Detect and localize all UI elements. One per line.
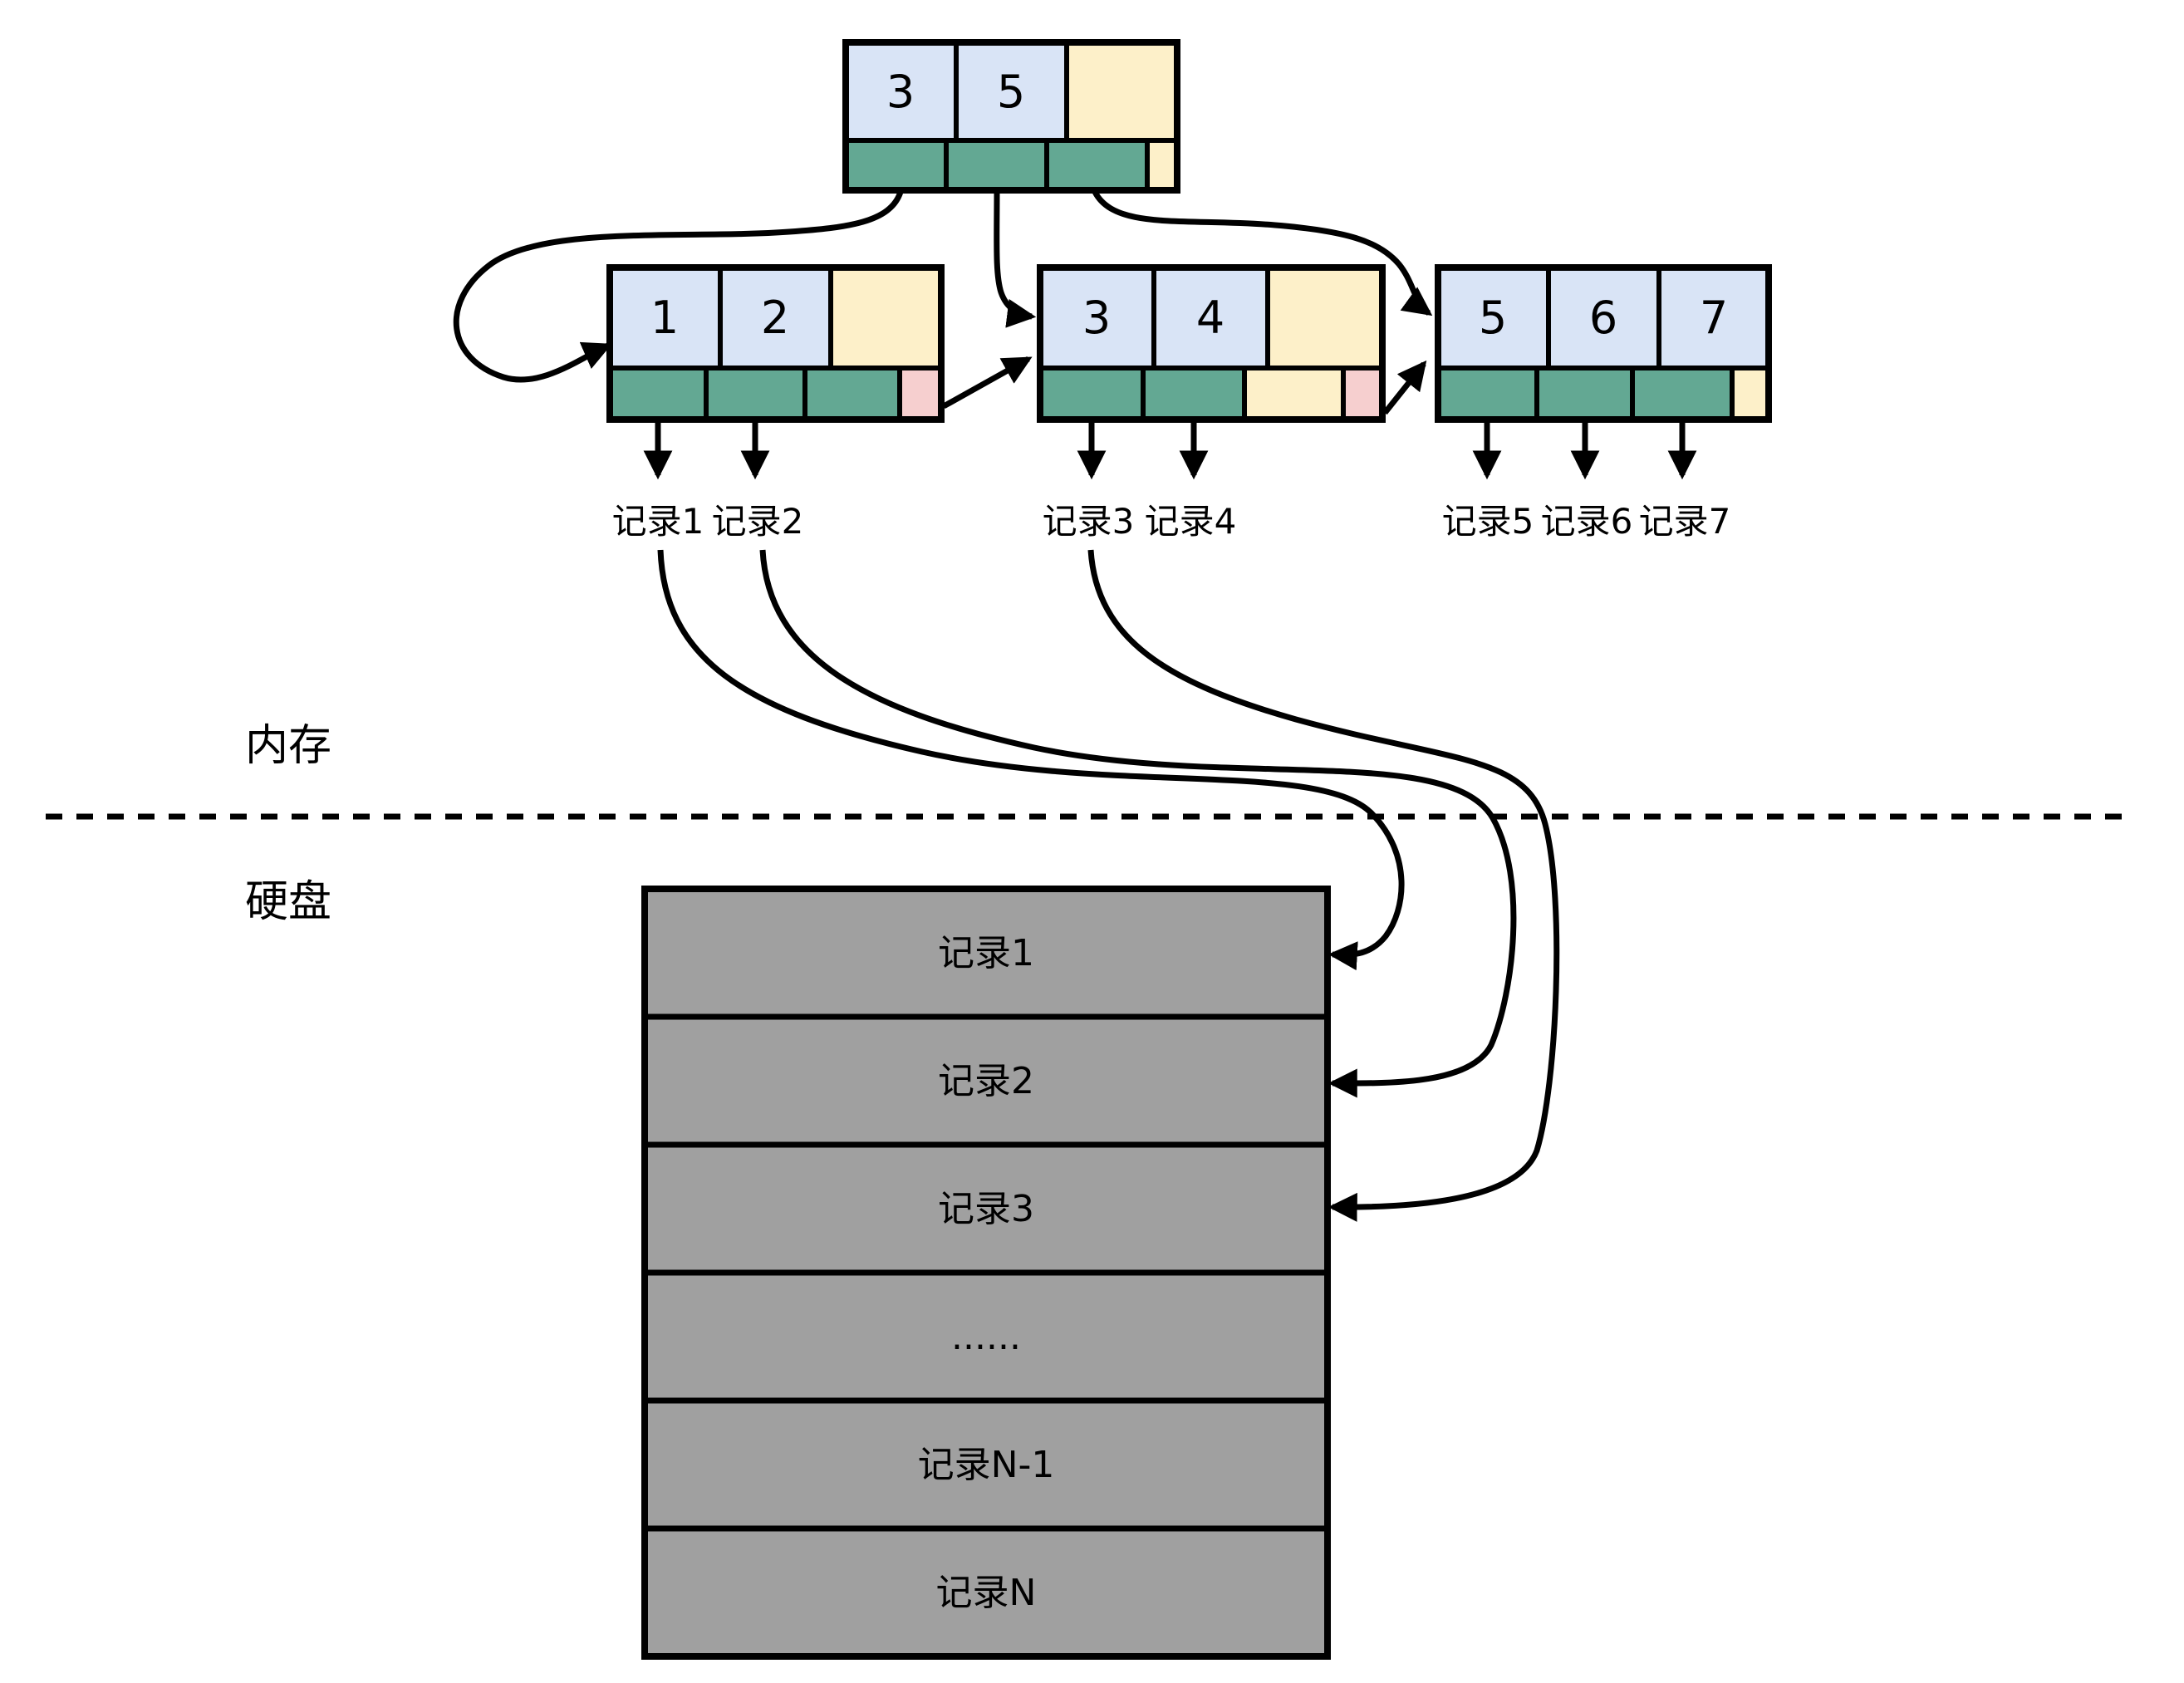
leaf3-key-text: 5	[1479, 292, 1507, 344]
disk-row-label-1: 记录1	[938, 932, 1034, 974]
leaf3-key-text: 6	[1589, 292, 1617, 344]
root-to-leaf2-arrow	[994, 191, 1037, 328]
disk-row-label-n: 记录N	[936, 1572, 1037, 1614]
leaf1-pointer-cell-3	[802, 366, 902, 422]
root-pointer-cell-3	[1044, 138, 1150, 193]
record-label-1: 记录1	[612, 501, 704, 542]
record2-to-disk-curve	[759, 549, 1517, 1098]
leaf3-empty-next-pointer-cell	[1730, 366, 1771, 422]
record-label-6: 记录6	[1541, 501, 1633, 542]
record3-to-disk-curve	[1087, 549, 1560, 1222]
disk-row-label-3: 记录3	[938, 1188, 1034, 1230]
leaf2-pointer-cell-1	[1038, 366, 1146, 422]
root-pointer-cell-1	[843, 138, 949, 193]
leaf2-key-cell-2	[1151, 265, 1270, 370]
disk-row-label-n-1: 记录N-1	[918, 1444, 1055, 1486]
record-label-5: 记录5	[1442, 501, 1534, 542]
leaf2-empty-key-cell	[1265, 265, 1385, 370]
record-label-4: 记录4	[1145, 501, 1237, 542]
disk-table: 记录1 记录2 记录3 ...... 记录N-1 记录N	[641, 886, 1331, 1660]
leaf1-pointer-cell-1	[607, 366, 709, 422]
leaf2-node-border	[1037, 264, 1386, 423]
root-key-text: 5	[997, 66, 1025, 118]
leaf1-pointer-cell-2	[704, 366, 807, 422]
leaf3-pointer-cell-2	[1534, 366, 1635, 422]
leaf-node-3: 5 6 7	[1435, 264, 1772, 423]
record-label-3: 记录3	[1043, 501, 1135, 542]
leaf1-key-text: 1	[650, 292, 679, 344]
leaf3-pointer-cell-3	[1630, 366, 1735, 422]
disk-row-label-2: 记录2	[938, 1060, 1034, 1102]
root-key-text: 3	[886, 66, 915, 118]
root-to-leaf1-arrow	[453, 190, 904, 383]
leaf2-pointer-cell-2	[1141, 366, 1247, 422]
leaf2-key-text: 3	[1082, 292, 1111, 344]
leaf1-key-text: 2	[761, 292, 789, 344]
root-pointer-cell-2	[944, 138, 1049, 193]
leaf2-key-text: 4	[1196, 292, 1225, 344]
leaf1-empty-key-cell	[828, 265, 944, 370]
root-to-leaf3-arrow	[1092, 190, 1433, 316]
record-label-2: 记录2	[712, 501, 804, 542]
leaf2-next-pointer-cell	[1341, 366, 1385, 422]
leaf3-key-text: 7	[1700, 292, 1728, 344]
root-empty-pointer-cell	[1145, 138, 1180, 193]
leaf3-pointer-cell-1	[1436, 366, 1539, 422]
leaf1-to-leaf2-link-arrow	[942, 356, 1033, 410]
memory-label: 内存	[245, 721, 331, 771]
disk-label: 硬盘	[245, 877, 331, 927]
leaf2-to-leaf3-link-arrow	[1382, 360, 1427, 415]
record1-to-disk-curve	[657, 549, 1405, 971]
leaf2-empty-pointer-cell	[1242, 366, 1346, 422]
leaf1-next-pointer-cell	[897, 366, 944, 422]
disk-row-label-ellipsis: ......	[951, 1316, 1021, 1358]
leaf-node-1: 1 2	[606, 264, 945, 423]
root-empty-key-cell	[1064, 40, 1180, 143]
leaf-node-2: 3 4	[1037, 264, 1386, 423]
record-label-7: 记录7	[1639, 501, 1731, 542]
root-node: 3 5	[842, 39, 1180, 194]
leaf3-node-border	[1435, 264, 1772, 423]
root-node-border	[842, 39, 1180, 194]
